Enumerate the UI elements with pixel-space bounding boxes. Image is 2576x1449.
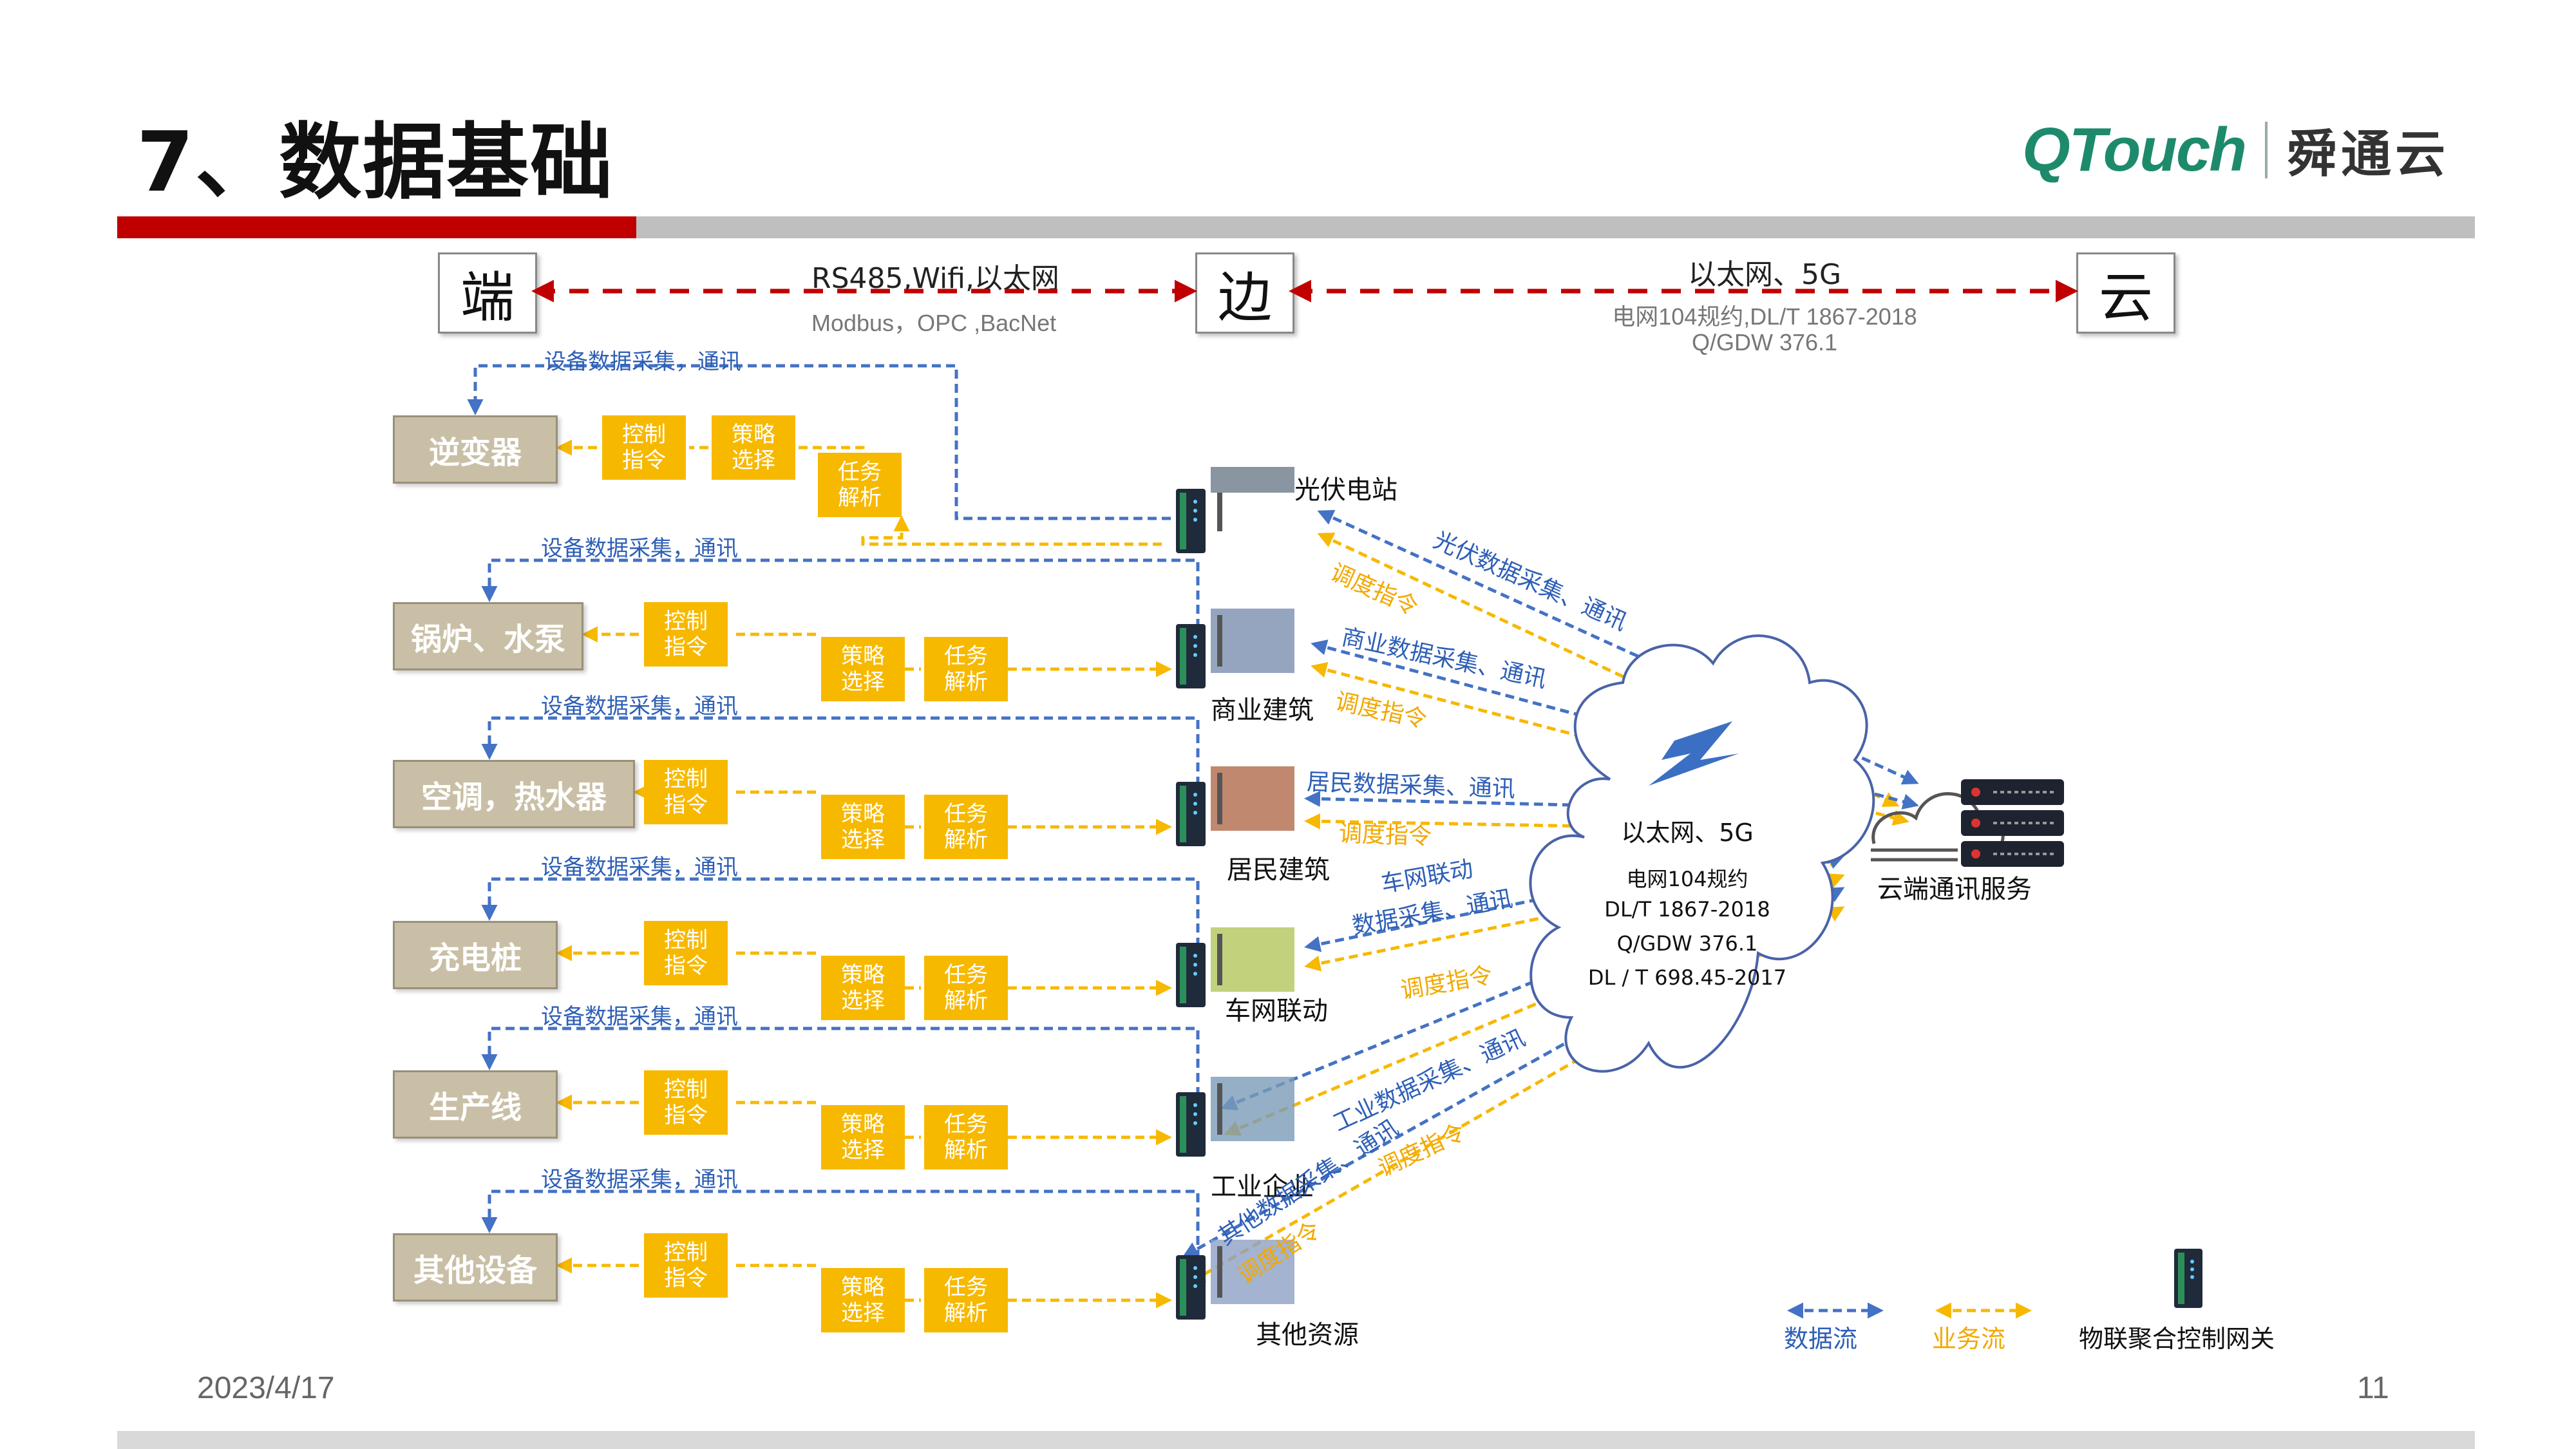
gateway-icon: [1172, 486, 1211, 560]
industrial-site-icon: [1204, 1057, 1301, 1148]
brand-logo: QTouch 舜通云: [2022, 115, 2449, 185]
page-title: 7、数据基础: [137, 115, 614, 211]
footer-bar: [117, 1431, 2475, 1449]
control-command-box: 控制指令: [644, 1233, 728, 1298]
commercial-site-icon: [1204, 589, 1301, 679]
gateway-icon: [1172, 1253, 1211, 1326]
control-command-box-label: 控制指令: [664, 766, 708, 818]
collect-label: 设备数据采集，通讯: [541, 1167, 738, 1193]
device-box: 其他设备: [393, 1233, 558, 1302]
legend-gateway-icon: [2169, 1246, 2208, 1313]
strategy-select-box-label: 策略选择: [841, 801, 885, 853]
title-underline-accent: [117, 216, 636, 238]
control-command-box: 控制指令: [602, 415, 686, 480]
control-command-box-label: 控制指令: [664, 1077, 708, 1128]
strategy-select-box-label: 策略选择: [841, 1112, 885, 1163]
task-parse-box: 任务解析: [924, 1268, 1008, 1332]
footer-date: 2023/4/17: [197, 1371, 335, 1405]
control-command-box: 控制指令: [644, 1070, 728, 1135]
task-parse-box-label: 任务解析: [944, 1274, 988, 1326]
strategy-select-box-label: 策略选择: [841, 1274, 885, 1326]
collect-label: 设备数据采集，通讯: [541, 1004, 738, 1030]
page-number: 11: [2357, 1371, 2389, 1405]
cloud-protocol-3: Q/GDW 376.1: [1616, 931, 1758, 956]
edge-cloud-protocol-sub1: 电网104规约,DL/T 1867-2018: [1612, 303, 1917, 330]
strategy-select-box: 策略选择: [821, 1268, 905, 1332]
control-command-box: 控制指令: [644, 921, 728, 985]
edge-cloud-protocol-sub2: Q/GDW 376.1: [1691, 329, 1838, 355]
task-parse-box: 任务解析: [924, 956, 1008, 1020]
commercial-site-label: 商业建筑: [1211, 696, 1314, 725]
logo-divider: [2265, 122, 2268, 178]
logo-wordmark: QTouch: [2022, 115, 2247, 184]
collect-label: 设备数据采集，通讯: [541, 694, 738, 719]
task-parse-box: 任务解析: [924, 637, 1008, 701]
strategy-select-box: 策略选择: [712, 415, 795, 480]
residential-site-label: 居民建筑: [1227, 855, 1330, 885]
strategy-select-box: 策略选择: [821, 956, 905, 1020]
legend-business-flow: 业务流: [1932, 1325, 2006, 1353]
strategy-select-box-label: 策略选择: [841, 962, 885, 1014]
task-parse-box-label: 任务解析: [944, 1112, 988, 1163]
cloud-network-label: 以太网、5G: [1621, 819, 1754, 847]
control-command-box: 控制指令: [644, 602, 728, 667]
strategy-select-box: 策略选择: [821, 1105, 905, 1170]
device-box: 空调，热水器: [393, 760, 635, 828]
gateway-icon: [1172, 940, 1211, 1014]
end-edge-protocol-sub: Modbus，OPC ,BacNet: [811, 310, 1057, 336]
residential-cmd-label: 调度指令: [1338, 820, 1432, 850]
device-box: 逆变器: [393, 415, 558, 484]
collect-label: 设备数据采集，通讯: [541, 855, 738, 880]
control-command-box-label: 控制指令: [664, 609, 708, 660]
strategy-select-box: 策略选择: [821, 637, 905, 701]
collect-label: 设备数据采集，通讯: [544, 349, 741, 375]
residential-site-icon: [1204, 747, 1301, 837]
gateway-icon: [1172, 779, 1211, 853]
task-parse-box-label: 任务解析: [944, 962, 988, 1014]
control-command-box-label: 控制指令: [664, 1240, 708, 1291]
gateway-icon: [1172, 1090, 1211, 1163]
cloud-protocol-4: DL / T 698.45-2017: [1587, 965, 1787, 990]
task-parse-box-label: 任务解析: [944, 643, 988, 695]
cloud-server-label: 云端通讯服务: [1877, 875, 2032, 904]
task-parse-box-label: 任务解析: [838, 459, 882, 511]
gateway-icon: [1172, 621, 1211, 695]
title-underline: [636, 216, 2475, 238]
other-site-label: 其他资源: [1256, 1320, 1359, 1350]
legend-data-flow: 数据流: [1784, 1325, 1858, 1353]
device-box: 充电桩: [393, 921, 558, 989]
strategy-select-box: 策略选择: [821, 795, 905, 859]
cloud-protocol-1: 电网104规约: [1626, 867, 1748, 891]
v2g-site-icon: [1204, 908, 1301, 998]
logo-cn-name: 舜通云: [2287, 126, 2450, 184]
control-command-box-label: 控制指令: [664, 927, 708, 979]
device-box: 锅炉、水泵: [393, 602, 583, 670]
industrial-site-label: 工业企业: [1211, 1172, 1314, 1202]
v2g-site-label: 车网联动: [1225, 996, 1328, 1026]
control-command-box-label: 控制指令: [622, 422, 666, 473]
task-parse-box-label: 任务解析: [944, 801, 988, 853]
pv-site-icon: [1204, 460, 1301, 551]
collect-label: 设备数据采集，通讯: [541, 536, 738, 562]
task-parse-box: 任务解析: [818, 453, 902, 517]
device-box: 生产线: [393, 1070, 558, 1139]
other-site-icon: [1204, 1220, 1301, 1311]
strategy-select-box-label: 策略选择: [841, 643, 885, 695]
cloud-protocol-2: DL/T 1867-2018: [1604, 897, 1770, 922]
task-parse-box: 任务解析: [924, 795, 1008, 859]
pv-site-label: 光伏电站: [1294, 475, 1397, 505]
legend-gateway: 物联聚合控制网关: [2079, 1325, 2275, 1353]
tier-end-box: 端: [438, 252, 537, 334]
strategy-select-box-label: 策略选择: [732, 422, 775, 473]
task-parse-box: 任务解析: [924, 1105, 1008, 1170]
control-command-box: 控制指令: [644, 760, 728, 824]
tier-cloud-box: 云: [2076, 252, 2175, 334]
